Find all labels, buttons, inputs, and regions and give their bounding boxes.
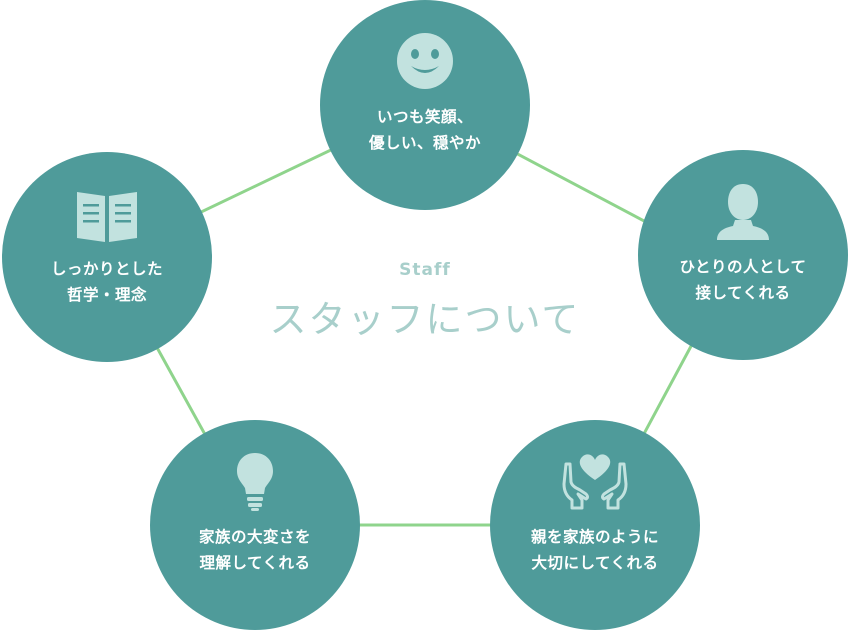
node-bulb-line-1: 家族の大変さを	[198, 528, 311, 546]
node-person-label: ひとりの人として 接してくれる	[648, 254, 838, 306]
hands-heart-icon	[562, 454, 628, 510]
node-book: しっかりとした 哲学・理念	[2, 152, 212, 362]
node-smile: いつも笑顔、 優しい、穏やか	[320, 0, 530, 210]
node-hands-label: 親を家族のように 大切にしてくれる	[500, 524, 690, 576]
node-book-label: しっかりとした 哲学・理念	[12, 256, 202, 308]
node-smile-label: いつも笑顔、 優しい、穏やか	[330, 104, 520, 156]
person-icon	[717, 184, 769, 240]
node-smile-line-2: 優しい、穏やか	[368, 134, 481, 152]
node-hands-line-1: 親を家族のように	[530, 528, 659, 546]
open-book-icon	[77, 192, 137, 242]
node-smile-line-1: いつも笑顔、	[376, 108, 473, 126]
center-heading: Staff スタッフについて	[225, 258, 625, 342]
lightbulb-icon	[237, 453, 273, 511]
node-bulb: 家族の大変さを 理解してくれる	[150, 420, 360, 630]
node-person: ひとりの人として 接してくれる	[638, 150, 848, 360]
center-title: スタッフについて	[269, 298, 581, 341]
center-subtitle: Staff	[399, 260, 451, 280]
node-bulb-line-2: 理解してくれる	[199, 554, 311, 572]
node-bulb-label: 家族の大変さを 理解してくれる	[160, 524, 350, 576]
node-book-line-1: しっかりとした	[50, 260, 163, 278]
node-hands: 親を家族のように 大切にしてくれる	[490, 420, 700, 630]
node-person-line-2: 接してくれる	[695, 284, 791, 302]
node-book-line-2: 哲学・理念	[66, 286, 147, 304]
node-hands-line-2: 大切にしてくれる	[531, 554, 659, 572]
node-person-line-1: ひとりの人として	[679, 258, 807, 276]
smile-face-icon	[397, 33, 453, 89]
